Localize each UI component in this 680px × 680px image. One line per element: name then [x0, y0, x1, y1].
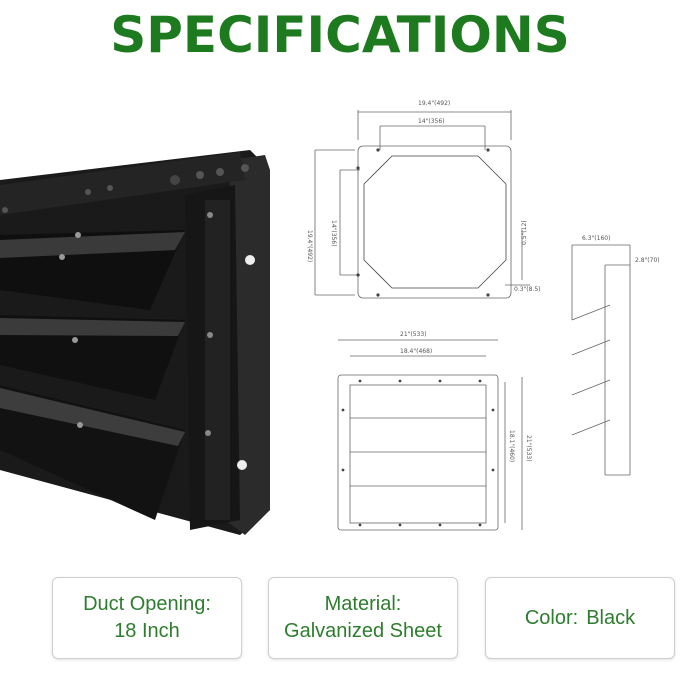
- spec-duct-value: 18 Inch: [114, 620, 180, 642]
- dim-front-inner: 18.4"(468): [400, 348, 432, 355]
- spec-color-label: Color:: [524, 606, 579, 629]
- dim-top-width: 19.4"(492): [418, 100, 450, 107]
- dim-top-small-2: 0.3"(8.5): [514, 286, 541, 293]
- dim-side-flange: 2.8"(70): [635, 257, 660, 264]
- shutter-photo: [0, 150, 270, 535]
- dim-top-small-1: 0.5"(12): [521, 220, 528, 245]
- technical-drawings: 19.4"(492) 14"(356) 19.4"(492) 14"(356) …: [306, 100, 660, 531]
- dim-top-inner-height: 14"(356): [330, 220, 337, 247]
- spec-color-value: Black: [586, 606, 636, 629]
- spec-duct-label: Duct Opening:: [83, 593, 211, 615]
- spec-material-label: Material:: [324, 593, 402, 615]
- dim-front-width: 21"(533): [400, 331, 427, 338]
- page-title: SPECIFICATIONS: [110, 6, 570, 64]
- dim-top-inner: 14"(356): [418, 118, 445, 125]
- top-view-drawing: [314, 110, 530, 299]
- spec-card-material: Material: Galvanized Sheet: [268, 577, 458, 659]
- dim-top-height: 19.4"(492): [306, 230, 313, 262]
- spec-material-value: Galvanized Sheet: [284, 620, 442, 642]
- dim-side-depth: 6.3"(160): [582, 235, 610, 242]
- dim-front-height-inner: 18.1"(460): [508, 430, 515, 462]
- spec-card-duct-opening: Duct Opening: 18 Inch: [52, 577, 242, 659]
- side-view-drawing: [571, 244, 631, 476]
- front-view-drawing: [337, 339, 523, 531]
- spec-card-color: Color: Black: [485, 577, 675, 659]
- dim-front-height: 21"(533): [525, 435, 532, 462]
